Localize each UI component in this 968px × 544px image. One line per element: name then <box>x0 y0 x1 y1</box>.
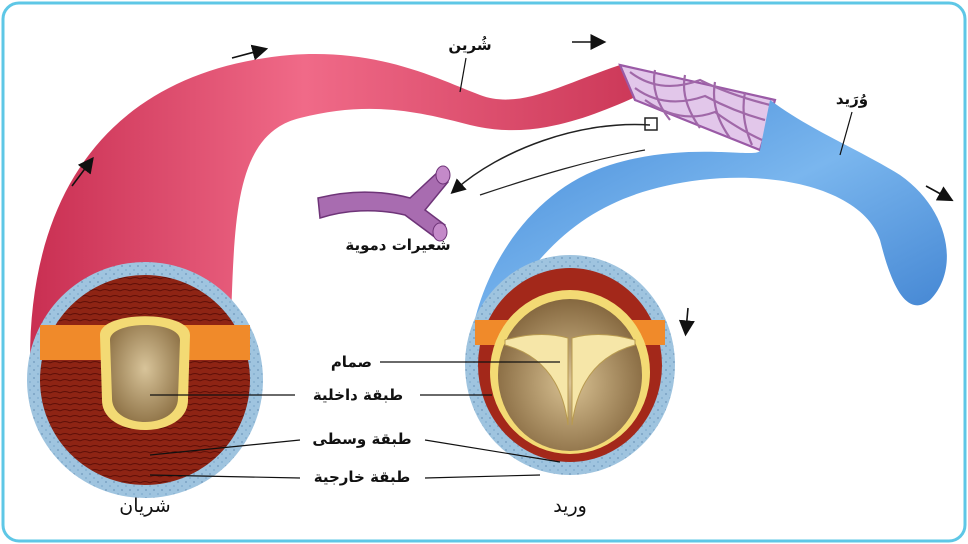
label-valve: صمام <box>331 353 372 371</box>
label-venule: وُرَيد <box>836 90 868 108</box>
label-arteriole: شُرين <box>448 36 491 54</box>
vein-cross-section <box>465 255 675 475</box>
artery-cross-section <box>27 262 263 498</box>
label-inner-layer: طبقة داخلية <box>313 386 403 404</box>
label-capillaries: شعيرات دموية <box>345 236 450 254</box>
label-outer-layer: طبقة خارجية <box>314 468 410 486</box>
label-middle-layer: طبقة وسطى <box>312 430 411 448</box>
label-vein: وريد <box>553 495 587 517</box>
label-artery: شريان <box>119 495 170 517</box>
